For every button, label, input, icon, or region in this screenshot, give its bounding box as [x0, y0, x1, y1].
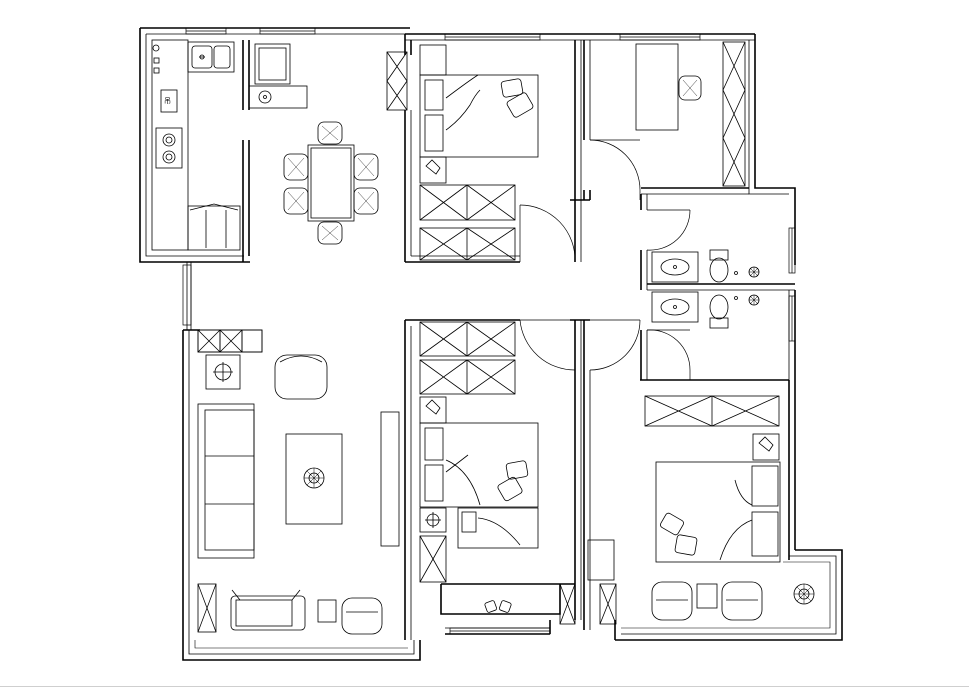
stove-icon — [155, 127, 183, 169]
walls — [139, 27, 843, 661]
dining — [283, 121, 379, 245]
study — [635, 41, 746, 187]
bed-icon — [655, 461, 781, 563]
svg-text:吊: 吊 — [164, 97, 171, 105]
telephone-icon — [758, 436, 774, 452]
lounge-chair-icon — [497, 460, 529, 502]
wardrobe-icon — [419, 184, 516, 221]
living-room — [197, 329, 400, 635]
desk-icon — [635, 43, 679, 131]
doors — [519, 139, 691, 380]
bathrooms — [651, 249, 760, 329]
sink-icon — [187, 41, 235, 73]
washbasin-icon — [651, 251, 699, 283]
coffee-table-icon — [285, 433, 343, 525]
bedroom-north — [419, 44, 539, 261]
kitchen: 吊 — [151, 39, 408, 251]
master-bedroom — [587, 395, 815, 625]
bookshelf-icon — [722, 41, 746, 187]
refrigerator-icon — [187, 205, 241, 251]
armchair-icon — [274, 354, 328, 400]
bed-icon — [419, 74, 539, 158]
chair-icon — [283, 121, 379, 245]
range-hood-icon — [160, 89, 178, 113]
sofa-icon — [197, 403, 255, 559]
bedroom-middle — [419, 321, 576, 625]
windows — [182, 27, 796, 635]
telephone-icon — [425, 159, 441, 175]
dining-table-icon — [307, 144, 355, 222]
toilet-icon — [709, 249, 729, 261]
bed-icon — [419, 422, 539, 508]
wardrobe-icon — [419, 321, 516, 357]
treadmill-icon — [230, 589, 306, 631]
office-chair-icon — [678, 75, 702, 101]
lounge-chair-icon — [660, 512, 698, 556]
lounge-chair-icon — [500, 78, 534, 118]
tv-cabinet-icon — [380, 411, 400, 547]
telephone-icon — [425, 399, 441, 415]
